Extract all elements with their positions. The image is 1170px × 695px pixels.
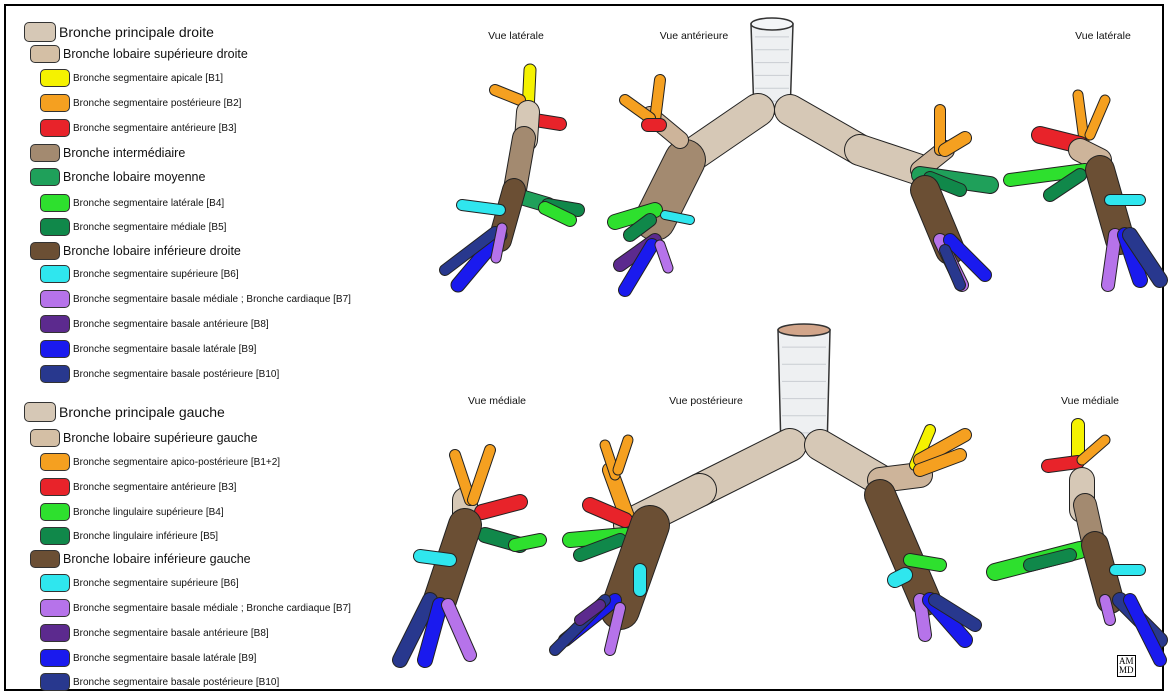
bronchus-segment bbox=[880, 475, 920, 480]
bronchus-segment bbox=[1105, 600, 1110, 620]
bronchus-segment bbox=[1048, 462, 1078, 466]
bronchus-segment bbox=[655, 80, 660, 120]
bronchus-segment bbox=[496, 228, 502, 258]
amd-logo: AM MD bbox=[1117, 655, 1136, 677]
bronchus-segment bbox=[420, 556, 450, 560]
bronchus-segment bbox=[665, 215, 690, 220]
bronchus-segment bbox=[625, 100, 650, 118]
bronchus-segment bbox=[482, 502, 520, 512]
bronchus-segment bbox=[448, 605, 470, 655]
bronchus-segment bbox=[1095, 545, 1110, 600]
bronchus-segment bbox=[660, 245, 668, 268]
bronchus-segment bbox=[495, 90, 520, 100]
bronchus-segment bbox=[945, 138, 965, 150]
bronchus-segment bbox=[1108, 235, 1115, 285]
logo-line-2: MD bbox=[1119, 666, 1134, 675]
bronchus-segment bbox=[910, 560, 940, 565]
bronchus-segment bbox=[515, 540, 540, 545]
bronchus-segment bbox=[1090, 100, 1105, 135]
bronchus-segment bbox=[462, 205, 500, 210]
bronchus-segment bbox=[1030, 555, 1070, 565]
bronchus-segment bbox=[895, 575, 905, 580]
bronchus-segment bbox=[1078, 95, 1084, 140]
bronchus-segment bbox=[1082, 440, 1105, 460]
bronchus-segment bbox=[473, 450, 490, 500]
bronchus-segment bbox=[618, 440, 628, 470]
